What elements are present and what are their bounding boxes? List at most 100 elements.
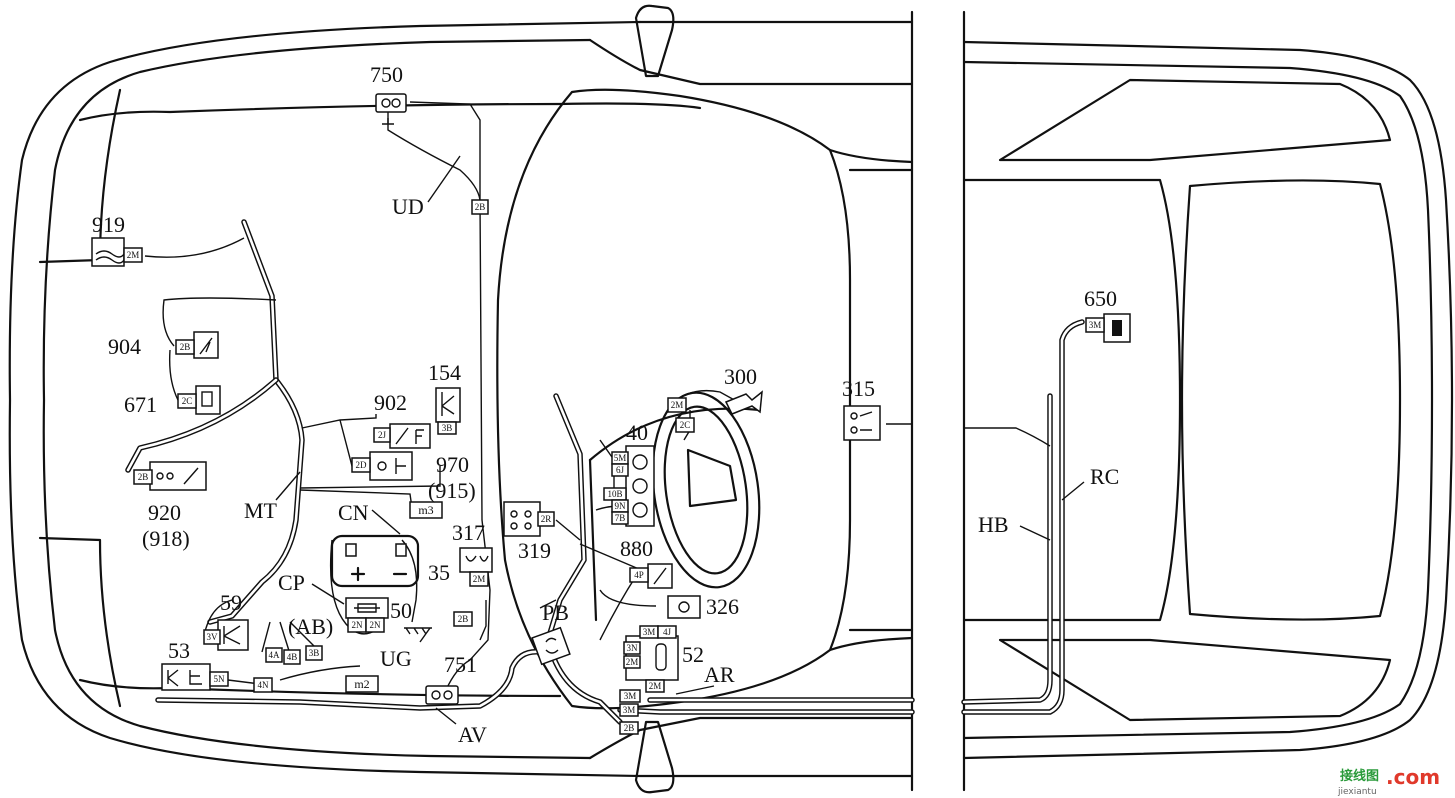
connector-label: 2N [370, 620, 382, 630]
connector-label: 2B [624, 723, 635, 733]
watermark-com: .com [1386, 765, 1440, 789]
watermark: 接线图 .com jiexiantu [1337, 765, 1440, 797]
label-317: 317 [452, 520, 485, 545]
label-650: 650 [1084, 286, 1117, 311]
connector-2N-b: 2N [365, 617, 385, 633]
connector-label: 2M [473, 574, 486, 584]
harness-labels: UD MT CN CP (AB) UG AV PB AR HB RC [244, 194, 1119, 747]
label-53: 53 [168, 638, 190, 663]
connector-label: 3M [623, 705, 636, 715]
connector-label: 4J [663, 627, 672, 637]
component-920 [149, 461, 207, 491]
connector-2M-317: 2M [469, 571, 489, 587]
component-59 [217, 619, 249, 651]
label-ar: AR [704, 662, 735, 687]
connector-5M: 5M [611, 451, 629, 465]
label-750: 750 [370, 62, 403, 87]
connector-label: 3B [442, 423, 453, 433]
connector-2M-300: 2M [667, 397, 687, 413]
connector-label: 2J [378, 430, 387, 440]
label-915: (915) [428, 478, 476, 503]
connector-10B: 10B [603, 487, 627, 501]
connector-label: 2M [671, 400, 684, 410]
connector-label: 2M [127, 250, 140, 260]
connector-label: 2C [680, 420, 691, 430]
connector-2B-920: 2B [133, 469, 153, 485]
label-671: 671 [124, 392, 157, 417]
connector-2M-52: 2M [623, 655, 641, 669]
connector-label: 2C [182, 396, 193, 406]
component-326 [667, 595, 701, 619]
connector-label: 2M [649, 681, 662, 691]
component-2D-box [369, 451, 413, 481]
connector-label: 2M [626, 657, 639, 667]
label-35: 35 [428, 560, 450, 585]
component-53 [161, 663, 211, 691]
connector-m2: m2 [345, 675, 379, 693]
label-919: 919 [92, 212, 125, 237]
connector-label: 3M [1089, 320, 1102, 330]
component-919 [91, 237, 125, 267]
connector-label: 10B [607, 489, 622, 499]
connector-7B: 7B [611, 511, 629, 525]
connector-2M-919: 2M [123, 247, 143, 263]
component-40 [625, 445, 655, 527]
connector-label: 2N [352, 620, 364, 630]
connector-label: 2B [475, 202, 486, 212]
connector-2B-751: 2B [453, 611, 473, 627]
component-300 [724, 390, 763, 415]
label-315: 315 [842, 376, 875, 401]
component-pb-junction [531, 626, 571, 666]
component-904 [193, 331, 219, 359]
connector-label: 9N [615, 501, 627, 511]
connector-2D: 2D [351, 457, 371, 473]
connector-label: 3M [643, 627, 656, 637]
connector-label: 3V [207, 632, 219, 642]
connector-label: m3 [418, 503, 433, 517]
component-671 [195, 385, 221, 415]
label-154: 154 [428, 360, 461, 385]
connector-label: 4N [258, 680, 270, 690]
watermark-cn: 接线图 [1340, 768, 1379, 784]
label-50: 50 [390, 598, 412, 623]
label-918: (918) [142, 526, 190, 551]
label-ab: (AB) [288, 614, 333, 639]
connector-4B: 4B [283, 649, 301, 665]
connector-label: 3M [624, 691, 637, 701]
component-902 [389, 423, 431, 449]
label-920: 920 [148, 500, 181, 525]
connector-label: 4P [634, 570, 644, 580]
connector-label: 5N [214, 674, 226, 684]
label-326: 326 [706, 594, 739, 619]
connector-3M-52: 3M [639, 625, 659, 639]
label-880: 880 [620, 536, 653, 561]
connector-6J: 6J [611, 463, 629, 477]
component-315 [843, 405, 881, 441]
label-cp: CP [278, 570, 305, 595]
watermark-url: jiexiantu [1337, 787, 1377, 797]
label-ud: UD [392, 194, 424, 219]
connector-m3: m3 [409, 501, 443, 519]
connector-2C-300: 2C [675, 417, 695, 433]
component-319 [503, 501, 541, 537]
label-970: 970 [436, 452, 469, 477]
connector-label: 6J [616, 465, 625, 475]
connector-label: 5M [614, 453, 627, 463]
label-902: 902 [374, 390, 407, 415]
connector-4N: 4N [253, 677, 273, 693]
connector-label: 4A [269, 650, 281, 660]
component-50 [345, 597, 432, 635]
component-880 [647, 563, 673, 589]
label-mt: MT [244, 498, 278, 523]
connector-3B-154: 3B [437, 421, 457, 435]
connector-4A: 4A [265, 647, 283, 663]
label-59: 59 [220, 590, 242, 615]
label-300: 300 [724, 364, 757, 389]
connector-label: 2B [180, 342, 191, 352]
connector-2J: 2J [373, 427, 391, 443]
connector-label: m2 [354, 677, 369, 691]
component-750 [375, 93, 407, 125]
connector-2C-671: 2C [177, 393, 197, 409]
connector-label: 2D [356, 460, 368, 470]
